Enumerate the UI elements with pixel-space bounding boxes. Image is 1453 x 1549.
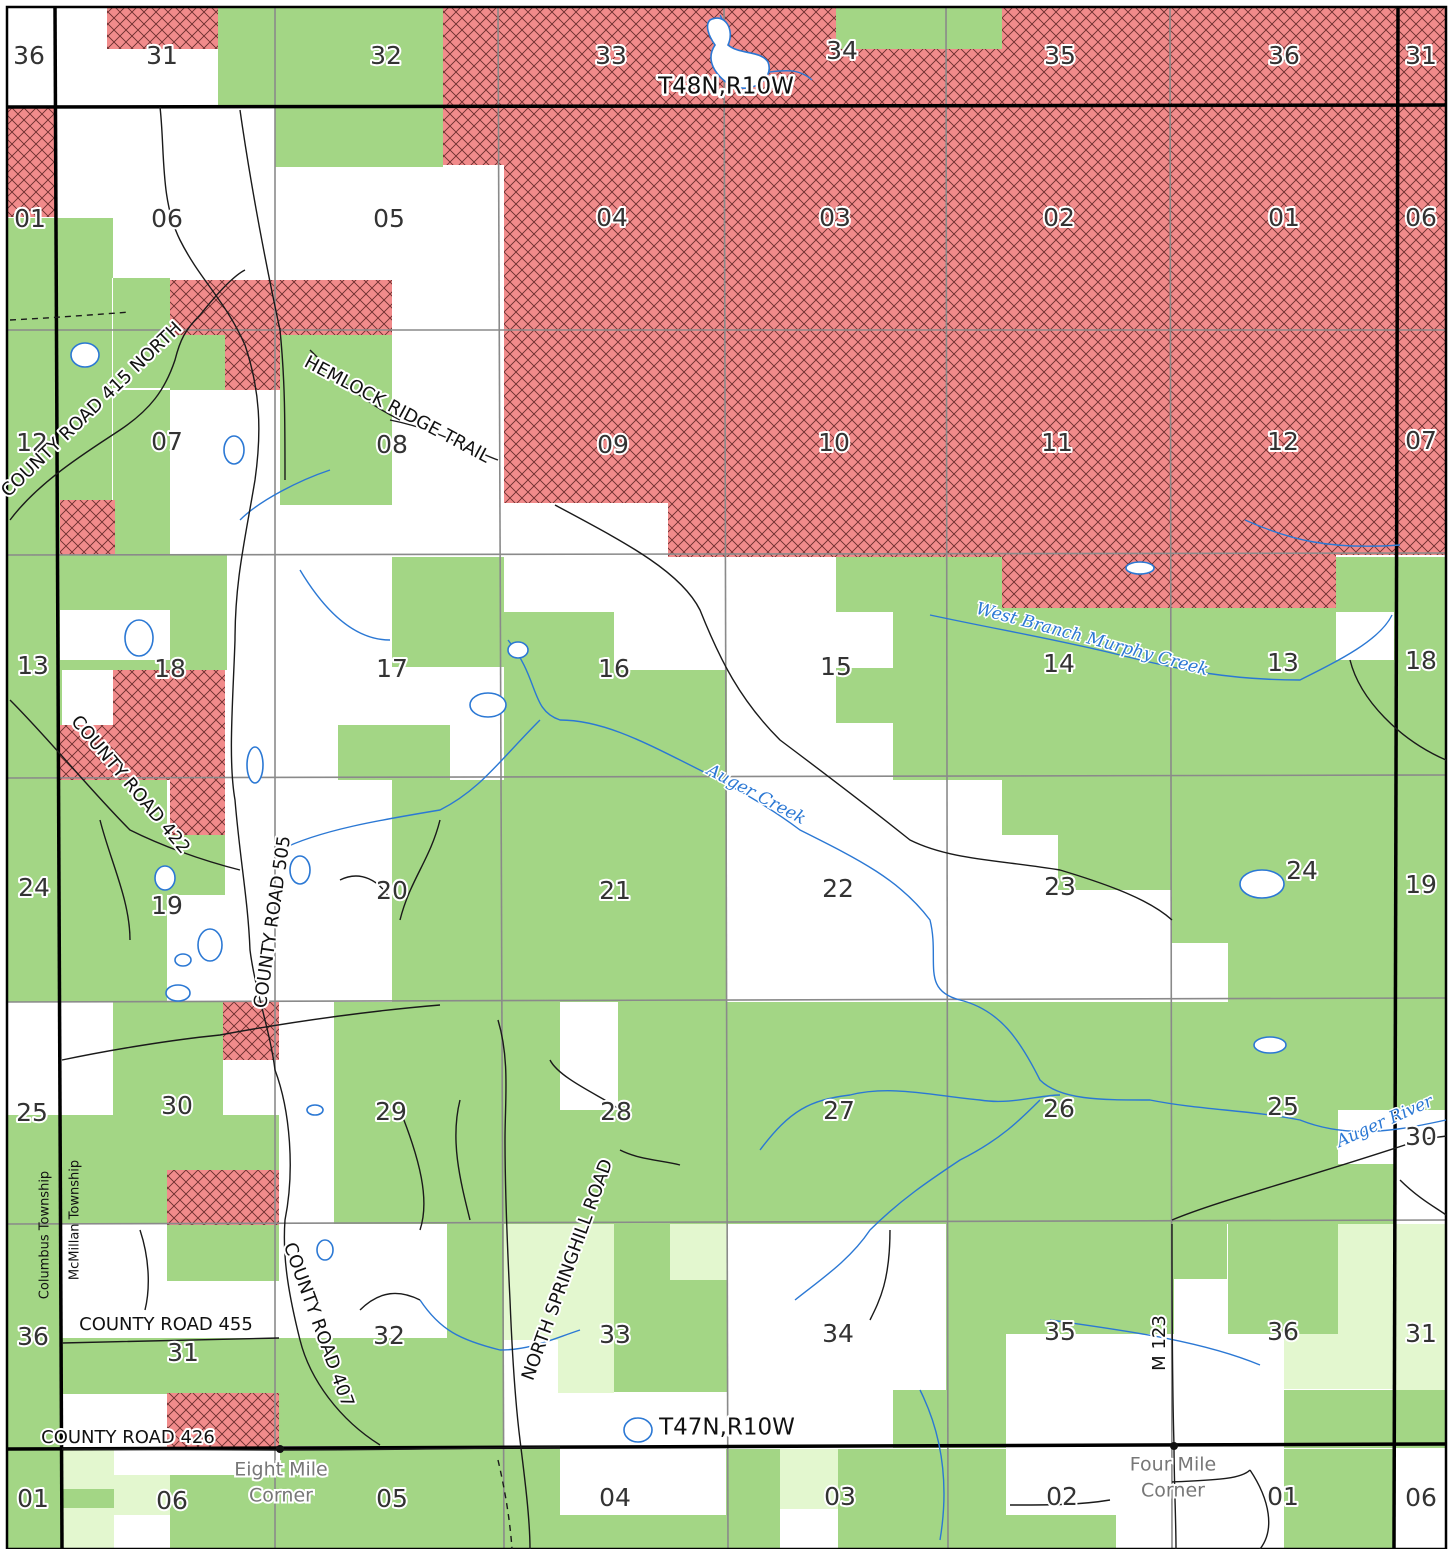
township-lines bbox=[5, 5, 1448, 1549]
boundary-label-east: McMillan Township bbox=[68, 1160, 83, 1280]
section-label: 24 bbox=[18, 873, 50, 902]
section-label: 07 bbox=[1405, 426, 1437, 455]
section-label: 02 bbox=[1046, 1482, 1078, 1511]
dashed-trails bbox=[9, 311, 513, 1549]
boundary-label-west: Columbus Township bbox=[38, 1171, 53, 1299]
section-label: 06 bbox=[151, 204, 183, 233]
section-label: 36 bbox=[17, 1322, 49, 1351]
section-label: 36 bbox=[13, 41, 45, 70]
section-label: 27 bbox=[823, 1096, 855, 1125]
section-label: 34 bbox=[822, 1319, 854, 1348]
section-label: 19 bbox=[151, 891, 183, 920]
section-label: 20 bbox=[376, 876, 408, 905]
section-label: 36 bbox=[1268, 41, 1300, 70]
section-label: 06 bbox=[1405, 203, 1437, 232]
section-label: 33 bbox=[599, 1320, 631, 1349]
section-label: 35 bbox=[1044, 41, 1076, 70]
restricted-land-parcels bbox=[7, 7, 1446, 1449]
section-label: 06 bbox=[156, 1486, 188, 1515]
section-label: 01 bbox=[1268, 203, 1300, 232]
section-label: 29 bbox=[375, 1097, 407, 1126]
township-label-north: T48N,R10W bbox=[657, 74, 794, 100]
road-label-cr455: COUNTY ROAD 455 bbox=[79, 1314, 253, 1335]
section-label: 30 bbox=[1405, 1122, 1437, 1151]
section-label: 21 bbox=[599, 876, 631, 905]
section-label: 36 bbox=[1267, 1317, 1299, 1346]
section-label: 33 bbox=[595, 41, 627, 70]
section-labels: 36 31 32 33 34 35 36 31 01 06 05 04 03 0… bbox=[11, 34, 1439, 1517]
road-label-cr426: COUNTY ROAD 426 bbox=[41, 1427, 215, 1448]
section-label: 28 bbox=[600, 1097, 632, 1126]
section-label: 01 bbox=[17, 1484, 49, 1513]
place-label-eight-mile-2: Corner bbox=[249, 1485, 313, 1507]
section-label: 05 bbox=[373, 204, 405, 233]
section-label: 32 bbox=[370, 41, 402, 70]
section-label: 25 bbox=[16, 1098, 48, 1127]
section-label: 18 bbox=[154, 654, 186, 683]
section-label: 03 bbox=[824, 1482, 856, 1511]
section-label: 25 bbox=[1267, 1092, 1299, 1121]
section-label: 13 bbox=[1267, 648, 1299, 677]
boundary-labels: Columbus Township McMillan Township bbox=[38, 1160, 83, 1299]
section-label: 04 bbox=[596, 203, 628, 232]
section-label: 15 bbox=[820, 652, 852, 681]
section-lines bbox=[6, 6, 1447, 1549]
section-label: 07 bbox=[151, 427, 183, 456]
section-label: 03 bbox=[819, 203, 851, 232]
roads bbox=[9, 106, 1447, 1549]
section-label: 22 bbox=[822, 874, 854, 903]
section-label: 24 bbox=[1286, 856, 1318, 885]
section-label: 06 bbox=[1405, 1483, 1437, 1512]
section-label: 19 bbox=[1405, 870, 1437, 899]
section-label: 23 bbox=[1044, 872, 1076, 901]
section-label: 17 bbox=[376, 654, 408, 683]
eight-mile-corner-marker bbox=[276, 1445, 284, 1453]
section-label: 34 bbox=[826, 36, 858, 65]
section-label: 35 bbox=[1044, 1317, 1076, 1346]
section-label: 32 bbox=[373, 1321, 405, 1350]
section-label: 04 bbox=[599, 1483, 631, 1512]
four-mile-corner-marker bbox=[1170, 1442, 1178, 1450]
section-label: 01 bbox=[1267, 1482, 1299, 1511]
section-label: 12 bbox=[1267, 427, 1299, 456]
section-label: 16 bbox=[598, 654, 630, 683]
place-label-four-mile-1: Four Mile bbox=[1130, 1454, 1216, 1476]
section-label: 31 bbox=[1405, 41, 1437, 70]
section-label: 02 bbox=[1043, 203, 1075, 232]
place-label-eight-mile-1: Eight Mile bbox=[234, 1459, 328, 1481]
section-label: 30 bbox=[161, 1091, 193, 1120]
section-label: 09 bbox=[597, 430, 629, 459]
place-label-four-mile-2: Corner bbox=[1141, 1480, 1205, 1502]
township-label-south: T47N,R10W bbox=[658, 1415, 795, 1441]
section-label: 14 bbox=[1043, 649, 1075, 678]
section-label: 05 bbox=[376, 1484, 408, 1513]
section-label: 01 bbox=[14, 204, 46, 233]
section-label: 13 bbox=[17, 651, 49, 680]
section-label: 08 bbox=[376, 430, 408, 459]
place-labels: Eight Mile Corner Four Mile Corner bbox=[232, 1452, 1218, 1509]
section-label: 18 bbox=[1405, 646, 1437, 675]
lakes bbox=[70, 17, 1287, 1443]
section-label: 11 bbox=[1041, 428, 1073, 457]
section-label: 31 bbox=[1405, 1319, 1437, 1348]
section-label: 26 bbox=[1043, 1094, 1075, 1123]
section-label: 12 bbox=[16, 428, 48, 457]
section-label: 10 bbox=[818, 428, 850, 457]
section-label: 31 bbox=[167, 1338, 199, 1367]
section-label: 31 bbox=[146, 41, 178, 70]
road-label-m123: M 123 bbox=[1149, 1315, 1170, 1371]
